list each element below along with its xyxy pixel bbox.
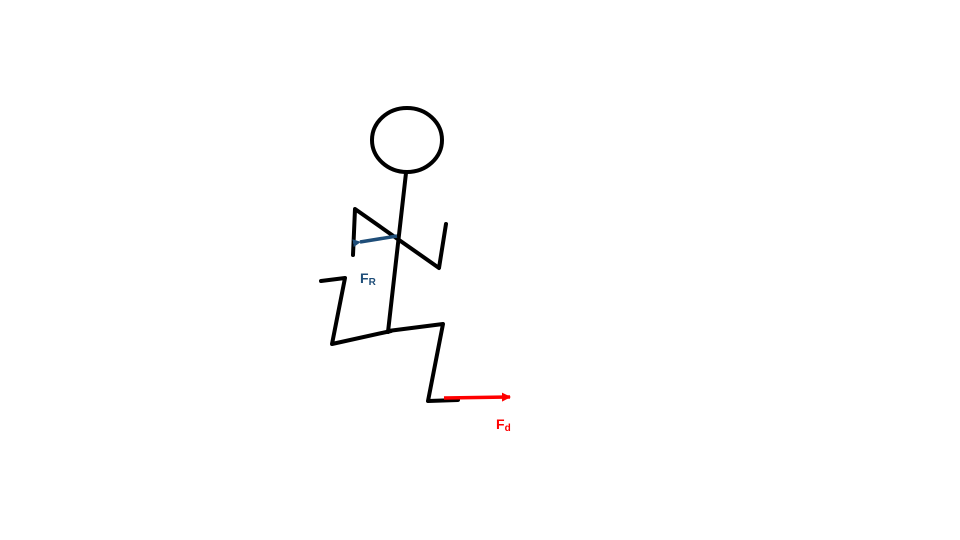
- figure-back-leg: [319, 276, 393, 346]
- figure-head: [370, 106, 444, 174]
- stick-figure: [319, 106, 460, 403]
- friction-force-label-sub: R: [369, 277, 377, 288]
- figure-front-leg: [386, 322, 460, 403]
- drive-force-label: Fd: [496, 416, 511, 434]
- figure-arms: [351, 207, 448, 270]
- friction-force-label: FR: [360, 270, 377, 288]
- drive-force-label-main: F: [496, 416, 505, 432]
- friction-force-arrow: [352, 234, 398, 248]
- drive-force-label-sub: d: [505, 423, 511, 434]
- friction-force-label-main: F: [360, 270, 369, 286]
- drive-force-arrow: [443, 392, 511, 402]
- figure-torso: [386, 171, 408, 334]
